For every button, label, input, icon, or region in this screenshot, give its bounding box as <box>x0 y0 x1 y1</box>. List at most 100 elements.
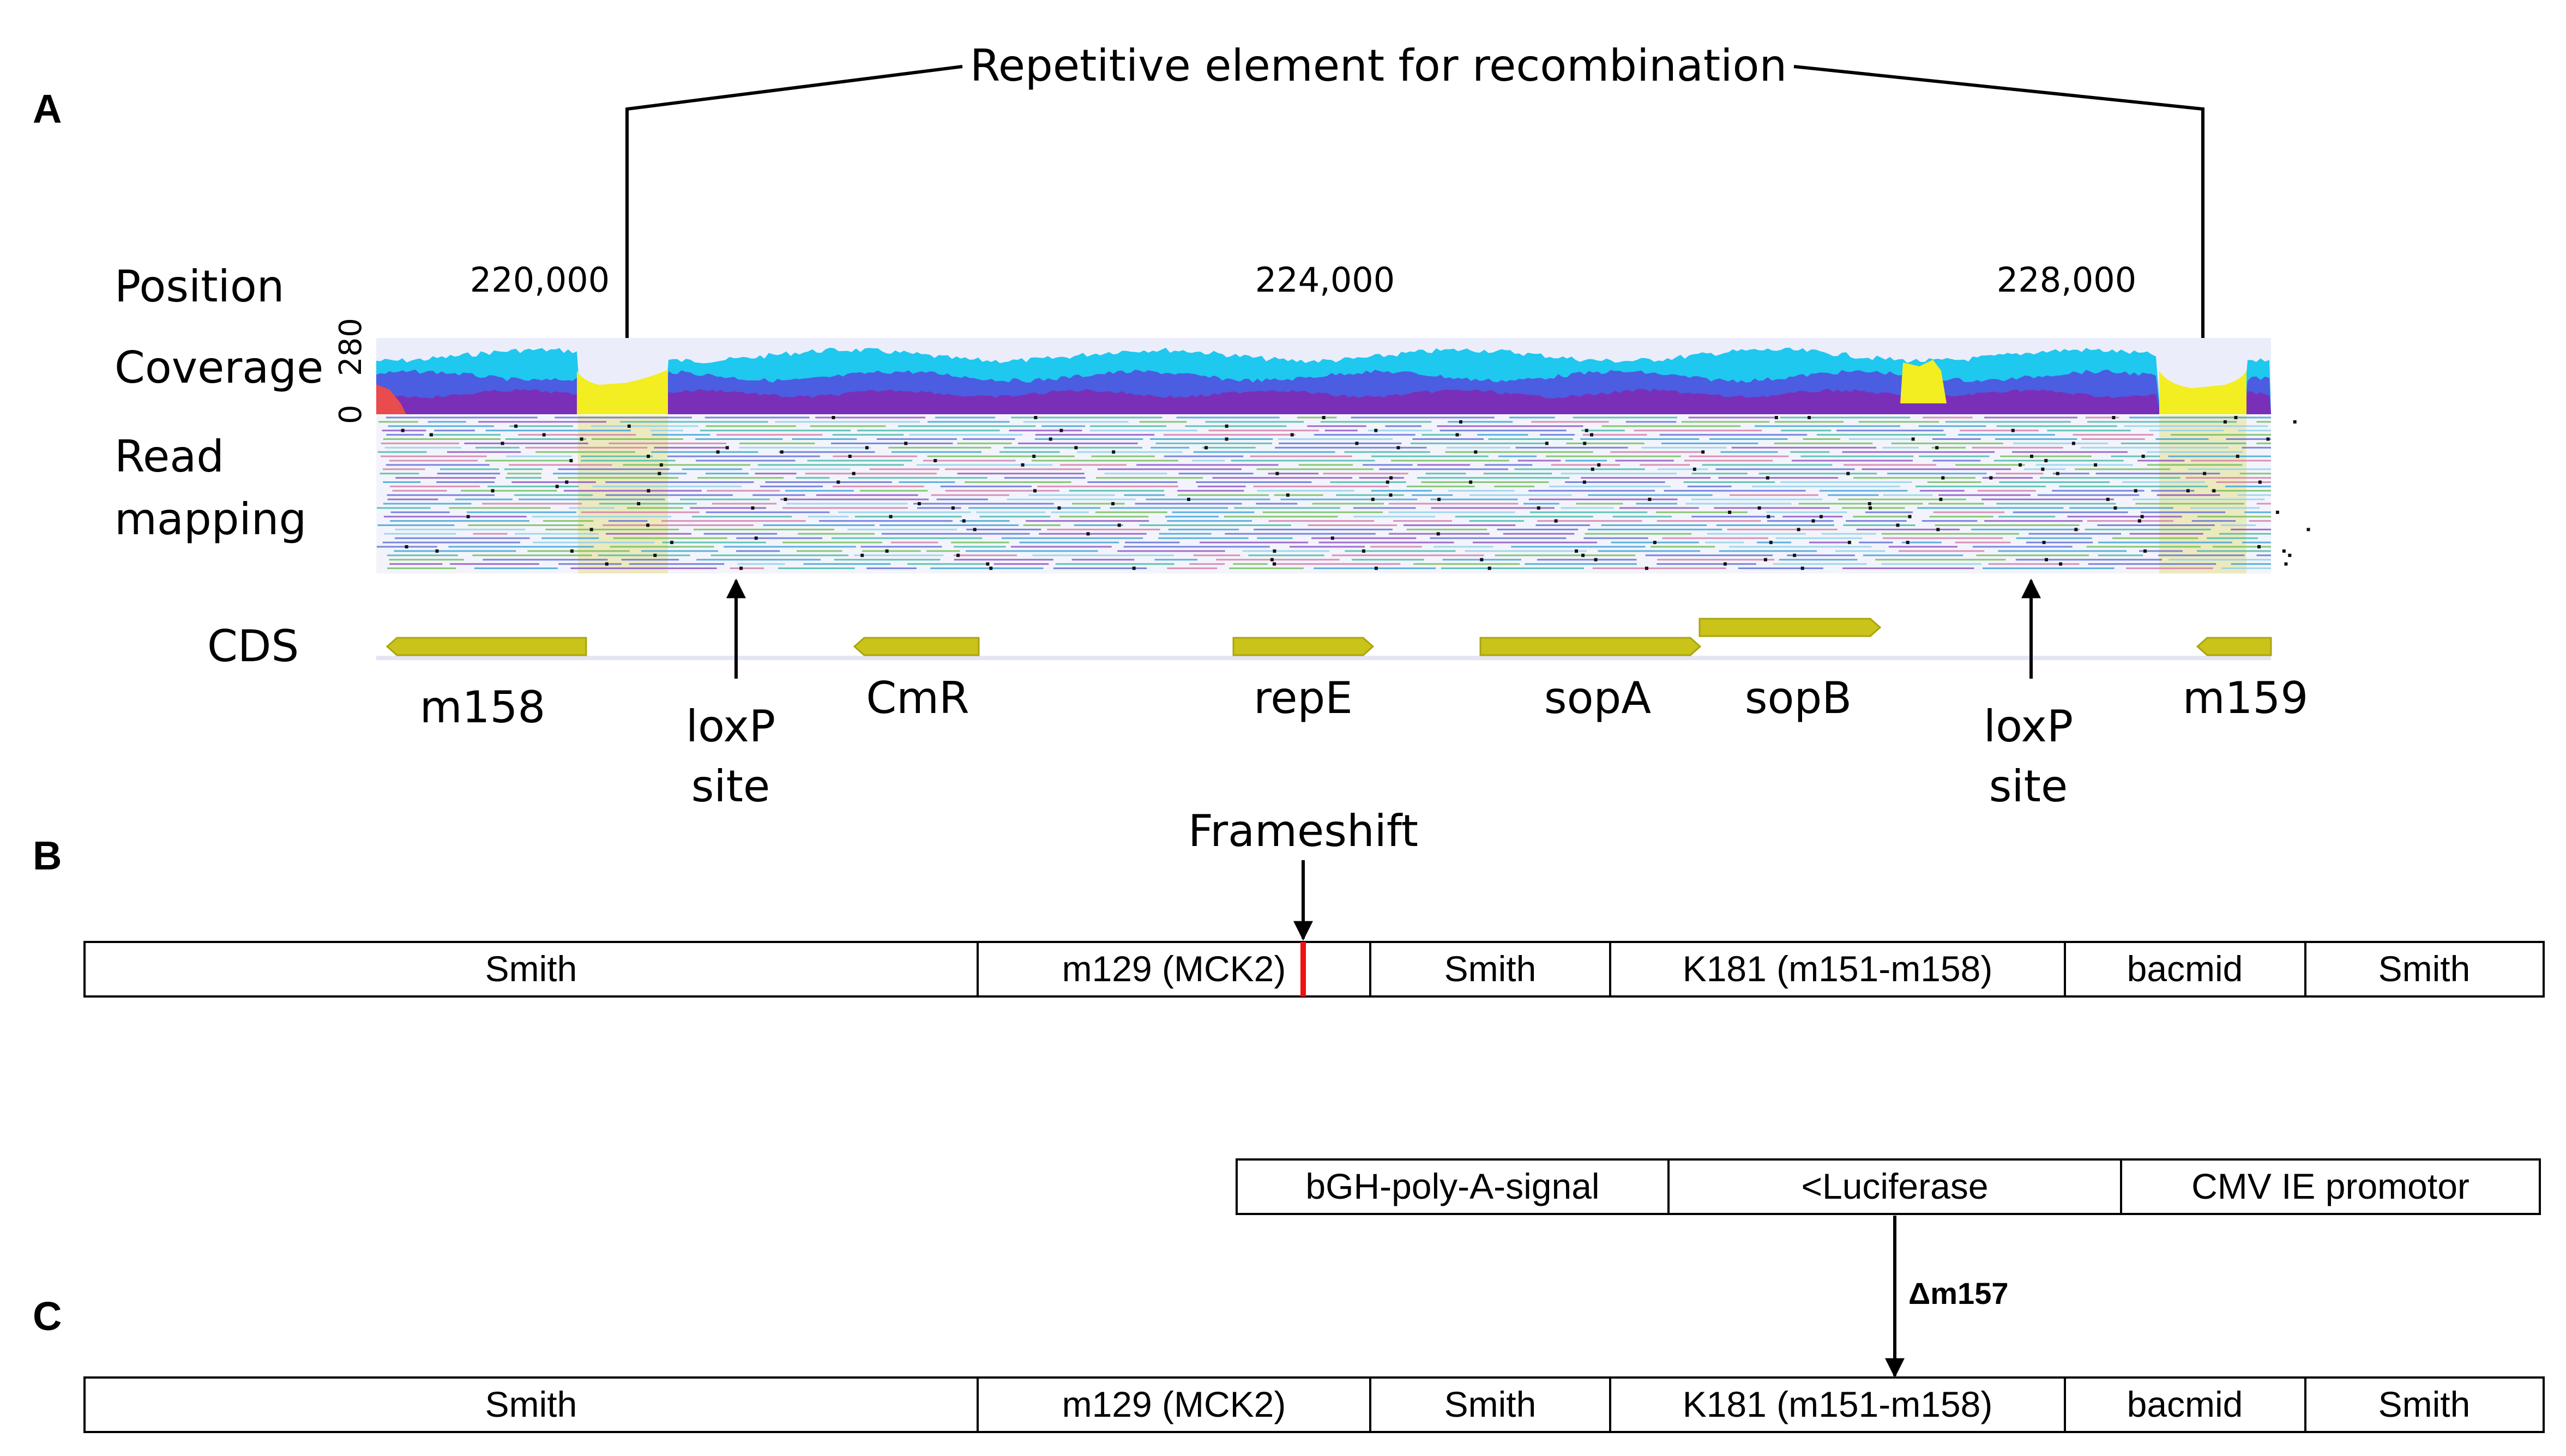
cds-track-line <box>376 656 2271 660</box>
read-mismatch-mark <box>848 455 852 458</box>
insert-map-c <box>1236 1158 2541 1215</box>
read-mismatch-mark <box>1597 463 1601 467</box>
read-mismatch-mark <box>1117 523 1121 527</box>
read-mismatch-mark <box>569 459 573 462</box>
read-mismatch-mark <box>1939 498 1943 502</box>
read-mismatch-mark <box>2137 519 2141 523</box>
read-mismatch-mark <box>1989 476 1993 480</box>
read-mismatch-mark <box>917 502 921 505</box>
gene-label-cmr: CmR <box>866 673 969 723</box>
repeat-region-left <box>577 370 668 414</box>
cds-sopa <box>1479 637 1702 656</box>
read-mismatch-mark <box>1396 446 1400 450</box>
read-mismatch-mark <box>2282 549 2286 553</box>
read-mismatch-mark <box>2011 428 2015 432</box>
read-mismatch-mark <box>605 562 609 566</box>
read-mismatch-mark <box>1846 472 1850 475</box>
read-mismatch-mark <box>542 433 546 437</box>
read-mismatch-mark <box>1290 433 1294 437</box>
read-mismatch-mark <box>1582 480 1586 484</box>
read-mismatch-mark <box>1086 532 1090 536</box>
coverage-red-start <box>376 384 406 414</box>
read-mismatch-mark <box>2234 416 2238 419</box>
genome-map-b <box>83 941 2545 998</box>
read-mismatch-mark <box>589 528 593 531</box>
read-mismatch-mark <box>1583 442 1587 445</box>
read-mismatch-mark <box>780 450 784 454</box>
read-mismatch-mark <box>1286 493 1290 497</box>
read-mismatch-mark <box>1374 428 1378 432</box>
read-mismatch-mark <box>1811 519 1815 523</box>
gene-label-m158: m158 <box>420 682 546 733</box>
read-mismatch-mark <box>956 553 960 557</box>
read-mapping-track <box>376 415 2310 573</box>
read-mismatch-mark <box>1793 553 1797 557</box>
read-mismatch-mark <box>1936 528 1940 531</box>
read-mismatch-mark <box>2186 489 2190 493</box>
read-mismatch-mark <box>565 480 569 484</box>
read-mismatch-mark <box>754 536 758 540</box>
read-mismatch-mark <box>2293 420 2297 424</box>
read-mismatch-mark <box>1112 450 1116 454</box>
read-mismatch-mark <box>1273 549 1276 553</box>
read-mismatch-mark <box>1033 489 1037 493</box>
read-mismatch-mark <box>2044 459 2048 462</box>
read-mismatch-mark <box>739 566 743 570</box>
read-mismatch-mark <box>1132 566 1136 570</box>
read-mismatch-mark <box>904 442 908 445</box>
read-mismatch-mark <box>653 553 657 557</box>
read-mismatch-mark <box>2141 455 2145 458</box>
read-mismatch-mark <box>716 450 720 454</box>
read-mismatch-mark <box>1911 437 1915 441</box>
read-mismatch-mark <box>2203 472 2207 475</box>
panel-letter-a: A <box>33 86 62 131</box>
read-mismatch-mark <box>1480 558 1484 561</box>
gene-label-repe: repE <box>1254 673 1353 723</box>
read-mismatch-mark <box>1469 480 1473 484</box>
cds-features <box>385 618 2272 656</box>
repeat-region-mid <box>1900 360 1947 403</box>
read-mismatch-mark <box>2275 510 2279 514</box>
read-mismatch-mark <box>2288 553 2292 557</box>
read-mismatch-mark <box>2059 562 2063 566</box>
read-mismatch-mark <box>989 566 993 570</box>
read-mismatch-mark <box>1728 510 1732 514</box>
read-mismatch-mark <box>1487 566 1491 570</box>
read-mismatch-mark <box>973 528 977 531</box>
read-mismatch-mark <box>627 424 631 428</box>
loxp-label-left-line2: site <box>691 761 770 812</box>
read-mismatch-mark <box>1111 502 1115 505</box>
read-mismatch-mark <box>2074 528 2078 531</box>
read-mismatch-mark <box>889 515 893 518</box>
read-mismatch-mark <box>1653 541 1657 545</box>
read-mismatch-mark <box>1436 532 1440 536</box>
read-mismatch-mark <box>2223 420 2227 424</box>
read-mismatch-mark <box>670 541 674 545</box>
read-mismatch-mark <box>1057 506 1061 510</box>
gene-label-sopa: sopA <box>1544 673 1651 723</box>
read-mismatch-mark <box>2212 489 2216 493</box>
read-mismatch-mark <box>1049 437 1052 441</box>
gene-label-m159: m159 <box>2183 673 2309 723</box>
read-mismatch-mark <box>1774 416 1778 419</box>
read-mismatch-mark <box>1808 416 1811 419</box>
segment-label: K181 (m151-m158) <box>1683 1384 1993 1424</box>
segment-label: K181 (m151-m158) <box>1683 948 1993 989</box>
read-mismatch-mark <box>1225 424 1228 428</box>
read-mismatch-mark <box>2071 442 2075 445</box>
read-mismatch-mark <box>832 416 835 419</box>
read-mismatch-mark <box>1537 506 1540 510</box>
read-mismatch-mark <box>933 459 937 462</box>
read-mismatch-mark <box>962 519 966 523</box>
read-mismatch-mark <box>2306 528 2310 531</box>
read-mismatch-mark <box>1723 562 1727 566</box>
read-mismatch-mark <box>2257 545 2261 548</box>
read-mismatch-mark <box>865 446 869 450</box>
read-mismatch-mark <box>1763 558 1767 561</box>
callout-connector-lines <box>617 65 2213 362</box>
segment-label: Smith <box>2378 1384 2471 1424</box>
read-mismatch-mark <box>1847 541 1851 545</box>
read-mismatch-mark <box>986 562 990 566</box>
read-mismatch-mark <box>1767 515 1770 518</box>
read-mismatch-mark <box>2284 562 2288 566</box>
